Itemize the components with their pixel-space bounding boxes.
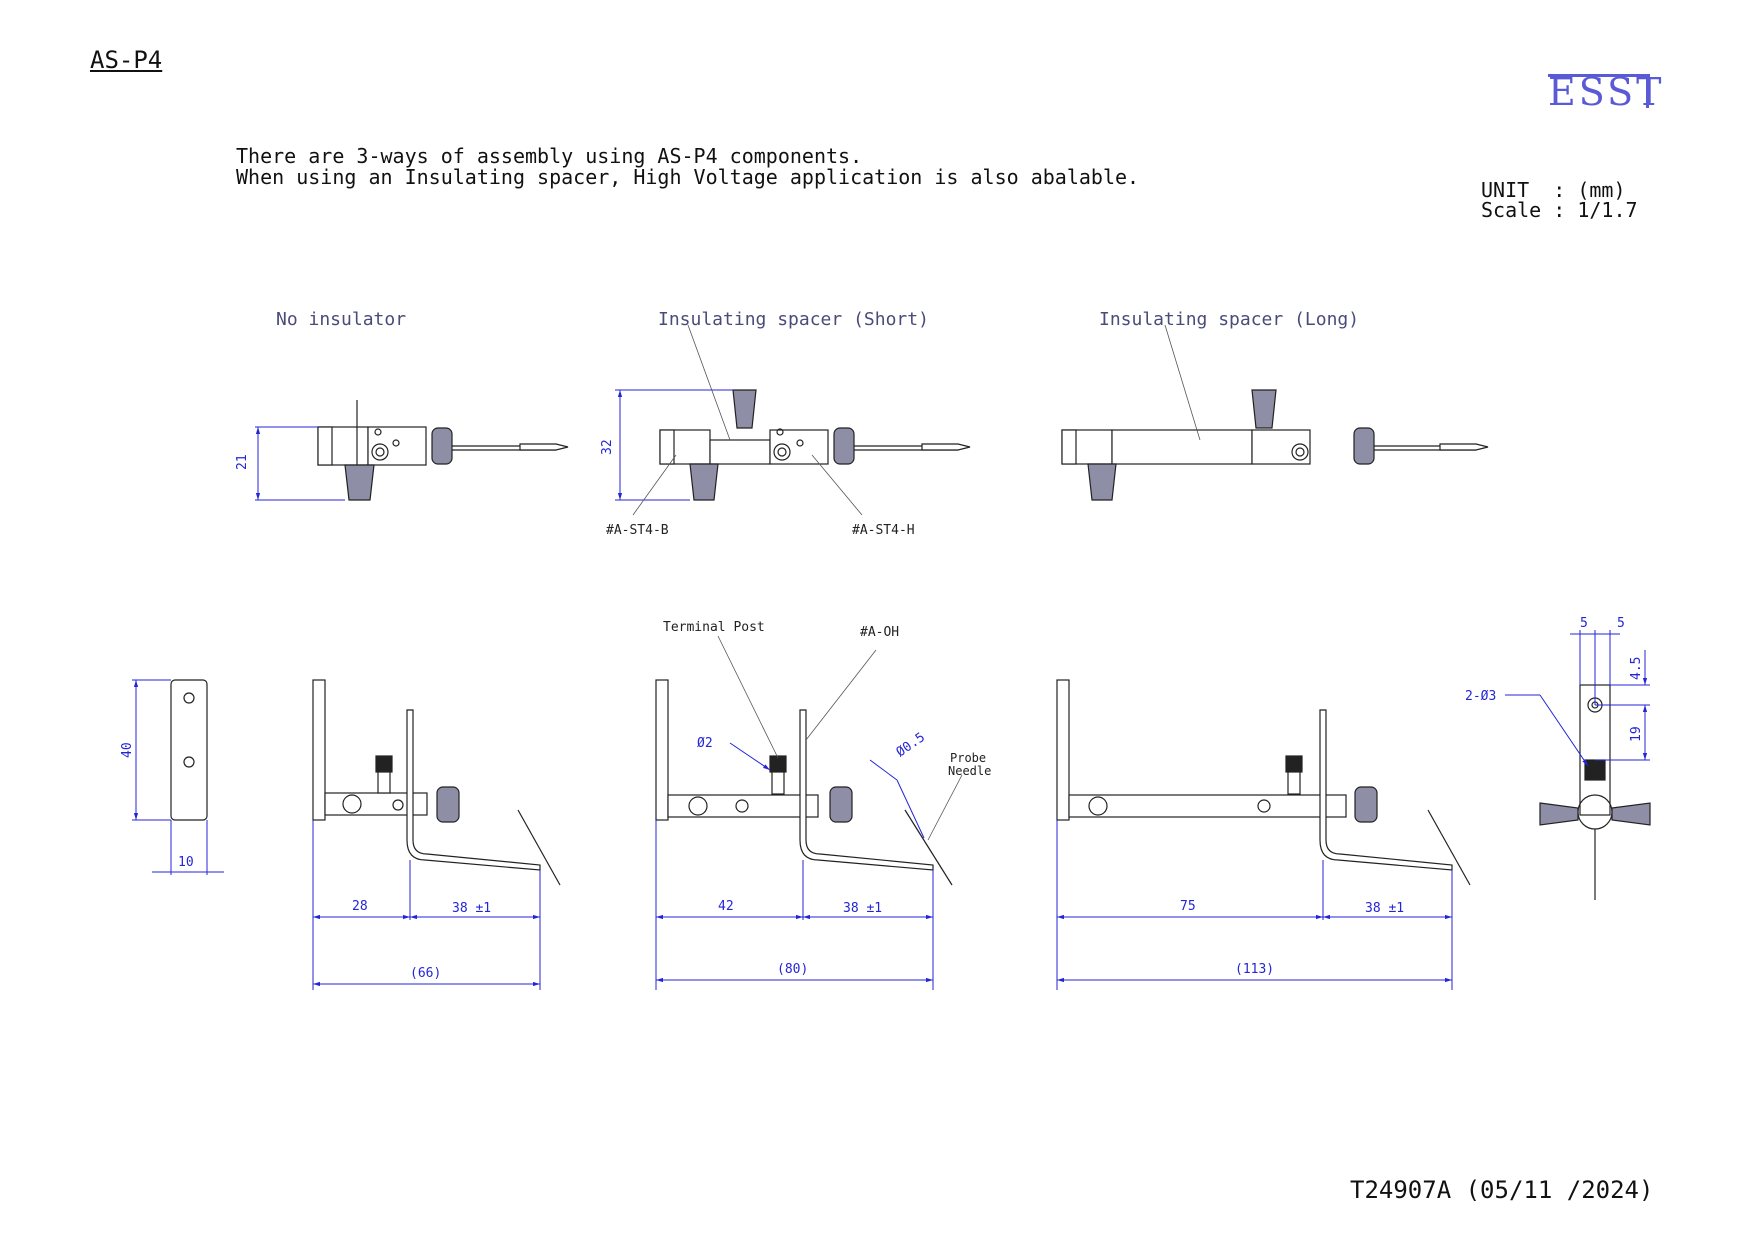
dim-dia-05: Ø0.5: [894, 730, 928, 760]
callout-2-dia-3: 2-Ø3: [1465, 689, 1496, 704]
dim-38-3: 38 ±1: [1365, 901, 1404, 916]
assembly-3-dims: [1056, 820, 1453, 990]
label-base: #A-ST4-B: [606, 523, 669, 538]
dim-75: 75: [1180, 899, 1196, 914]
dim-4-5: 4.5: [1629, 657, 1644, 680]
dim-32: 32: [600, 439, 615, 455]
side-view: [1539, 684, 1651, 900]
dim-80: (80): [777, 962, 808, 977]
intro-line-1: There are 3-ways of assembly using AS-P4…: [236, 144, 863, 168]
dim-38-1: 38 ±1: [452, 901, 491, 916]
leader-long-spacer: [1164, 324, 1201, 441]
dim-5-a: 5: [1580, 616, 1588, 631]
label-arm: #A-OH: [860, 625, 899, 640]
dim-38-2: 38 ±1: [843, 901, 882, 916]
assembly-2-dims: [655, 820, 934, 990]
view-title-short-spacer: Insulating spacer (Short): [658, 309, 929, 330]
scale-label: Scale : 1/1.7: [1481, 198, 1638, 222]
document-title: AS-P4: [90, 46, 163, 74]
dim-5-b: 5: [1617, 616, 1625, 631]
dim-21: 21: [235, 454, 250, 470]
bracket-dims: [132, 679, 224, 875]
top-view-short-spacer: [659, 389, 971, 501]
logo-overline: [1548, 74, 1650, 77]
leaders-short: [632, 324, 863, 516]
label-probe-2: Needle: [948, 764, 991, 778]
top-dim-32: 32: [600, 389, 733, 501]
top-view-long-spacer: [1061, 389, 1489, 501]
side-dims: [1505, 630, 1650, 767]
dim-42: 42: [718, 899, 734, 914]
logo-tick: [1646, 74, 1649, 108]
label-holder: #A-ST4-H: [852, 523, 915, 538]
dim-dia-2: Ø2: [697, 736, 713, 751]
dim-113: (113): [1235, 962, 1274, 977]
bracket-front: [170, 679, 208, 821]
label-terminal-post: Terminal Post: [663, 620, 765, 635]
dim-19: 19: [1629, 726, 1644, 742]
assembly-3: [1056, 679, 1471, 886]
esst-logo: ESST: [1548, 70, 1665, 114]
top-view-no-insulator: [317, 400, 569, 501]
assembly-1: [312, 679, 561, 886]
assembly-1-dims: [312, 820, 541, 990]
view-title-no-insulator: No insulator: [276, 309, 407, 330]
intro-line-2: When using an Insulating spacer, High Vo…: [236, 165, 1140, 189]
unit-label: UNIT : (mm): [1481, 178, 1626, 202]
top-dim-21: 21: [235, 426, 345, 501]
dim-40: 40: [120, 742, 135, 758]
label-probe-1: Probe: [950, 751, 986, 765]
view-title-long-spacer: Insulating spacer (Long): [1099, 309, 1360, 330]
document-number: T24907A (05/11 /2024): [1350, 1176, 1654, 1204]
assembly-2-leaders: [717, 635, 963, 841]
dim-66: (66): [410, 966, 441, 981]
dim-10: 10: [178, 855, 194, 870]
dim-28: 28: [352, 899, 368, 914]
assembly-2: [655, 679, 953, 886]
